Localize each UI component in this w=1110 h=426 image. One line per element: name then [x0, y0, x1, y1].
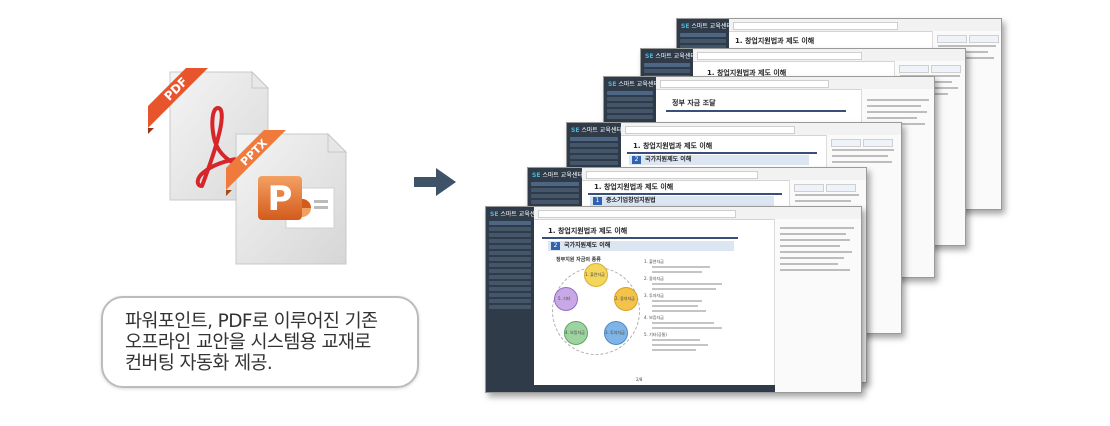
screen-6-title: 1. 창업지원법과 제도 이해 [735, 37, 815, 45]
caption-text: 파워포인트, PDF로 이루어진 기존 오프라인 교안을 시스템용 교재로 컨버… [125, 311, 378, 374]
screen-3-title: 1. 창업지원법과 제도 이해 [633, 142, 713, 150]
diagram-node-4 [564, 321, 588, 345]
front-list-3: 3. 투자자금 [644, 293, 664, 298]
svg-text:P: P [268, 179, 293, 219]
screen-5-title: 1. 창업지원법과 제도 이해 [707, 69, 787, 77]
diagram-node-3 [604, 321, 628, 345]
diagram-node-5 [554, 287, 578, 311]
screen-card-front: SE 스마트 교육센터 1. 창업지원법과 제도 이해 2 국가지원제도 이해 … [485, 206, 862, 393]
front-section-header: 2 국가지원제도 이해 [548, 241, 734, 251]
right-arrow-icon [414, 168, 456, 200]
diagram-node-1 [584, 263, 608, 287]
front-logo: SE 스마트 교육센터 [490, 211, 541, 218]
screen-4-title: 정부 자금 조달 [672, 99, 716, 107]
front-list-5: 5. 기타(공통) [644, 332, 667, 337]
front-page-indicator: 2/8 [636, 377, 643, 382]
front-list-4: 4. 보증자금 [644, 315, 664, 320]
front-diagram-title: 정부지원 자금의 종류 [556, 257, 601, 263]
screen-2-title: 1. 창업지원법과 제도 이해 [594, 183, 674, 191]
diagram-node-2 [614, 287, 638, 311]
pptx-file-icon: P PPTX [226, 130, 350, 268]
front-list-2: 2. 융자자금 [644, 276, 664, 281]
caption-box: 파워포인트, PDF로 이루어진 기존 오프라인 교안을 시스템용 교재로 컨버… [101, 296, 419, 388]
front-title: 1. 창업지원법과 제도 이해 [548, 227, 628, 235]
front-list-1: 1. 출연자금 [644, 259, 664, 264]
acrobat-symbol [195, 106, 255, 188]
